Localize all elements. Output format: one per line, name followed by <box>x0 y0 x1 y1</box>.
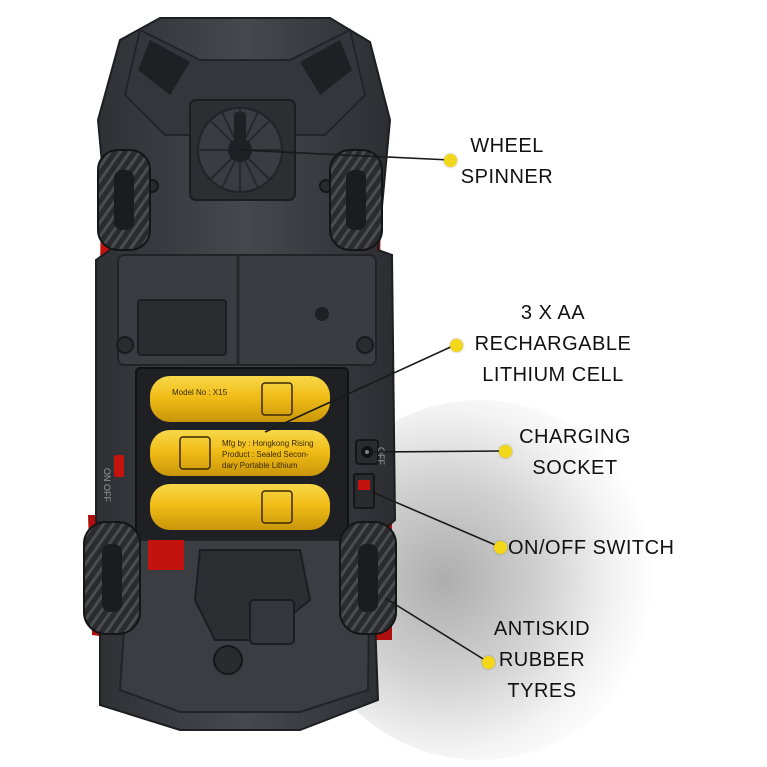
callout-dot-on-off-switch <box>494 541 507 554</box>
wheel-front-left <box>97 149 151 251</box>
wheel-front-right <box>329 149 383 251</box>
callout-dot-wheel-spinner <box>444 154 457 167</box>
wheel-spinner-assembly <box>189 99 296 201</box>
callout-label-antiskid-tyres: ANTISKID RUBBER TYRES <box>493 618 591 702</box>
callout-label-charging-socket: CHARGING SOCKET <box>519 426 631 479</box>
battery-cell-2: Mfg by : Hongkong Rising Product : Seale… <box>150 430 330 476</box>
front-nose <box>123 28 367 136</box>
battery-print-product-line2: dary Portable Lithium <box>222 461 298 470</box>
charging-socket-port <box>355 439 379 465</box>
callout-label-wheel-spinner: WHEEL SPINNER <box>460 135 554 188</box>
on-off-switch-slider <box>353 473 375 509</box>
battery-cell-1: Model No : X15 <box>150 376 330 422</box>
battery-print-model: Model No : X15 <box>172 388 228 397</box>
callout-label-battery-cells: 3 X AA RECHARGABLE LITHIUM CELL <box>474 302 632 386</box>
battery-print-mfg: Mfg by : Hongkong Rising <box>222 439 314 448</box>
callout-dot-charging-socket <box>499 445 512 458</box>
switch-indicator-left <box>114 455 124 477</box>
wheel-rear-right <box>339 521 397 635</box>
switch-label-on-off: ON OFF <box>102 468 112 503</box>
front-vent-right <box>300 40 352 95</box>
battery-cell-3 <box>150 484 330 530</box>
callout-dot-battery-cells <box>450 339 463 352</box>
wheel-rear-left <box>83 521 141 635</box>
callout-label-on-off-switch: ON/OFF SWITCH <box>508 537 675 559</box>
rear-section <box>118 539 372 713</box>
switch-label-off-right: OFF <box>376 447 386 465</box>
callout-dot-antiskid-tyres <box>482 656 495 669</box>
battery-print-product: Product : Sealed Secon- <box>222 450 309 459</box>
front-vent-left <box>138 40 190 95</box>
mid-panel <box>116 254 377 366</box>
